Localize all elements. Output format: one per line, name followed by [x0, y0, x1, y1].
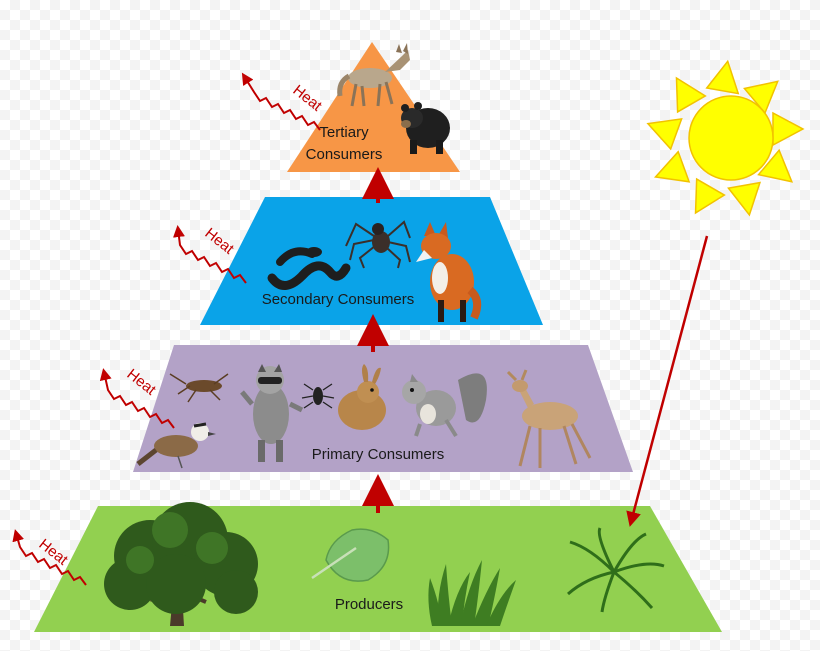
squirrel-icon: [402, 373, 487, 438]
energy-flow-arrows: [357, 167, 394, 513]
deer-icon: [506, 369, 592, 468]
producers-label: Producers: [335, 596, 403, 613]
primary-consumers-label: Primary Consumers: [312, 446, 445, 463]
heat-label-primary: Heat: [124, 366, 160, 399]
heat-loss-arrow-secondary: [173, 225, 247, 284]
heat-loss-arrow-tertiary: [241, 72, 321, 131]
sunlight-arrow: [626, 235, 709, 527]
sun-icon: [646, 59, 805, 217]
cricket-icon: [169, 373, 229, 403]
sparrow-icon: [136, 422, 216, 469]
leaf-icon: [311, 528, 390, 582]
spider-icon: [345, 220, 411, 269]
tertiary-consumers-label-line2: Consumers: [306, 146, 383, 163]
heat-loss-arrow-producers: [12, 529, 87, 586]
black-bear-icon: [401, 102, 450, 154]
rabbit-icon: [338, 364, 386, 430]
tertiary-consumers-label-line1: Tertiary: [319, 124, 369, 141]
heat-label-secondary: Heat: [202, 225, 238, 258]
heat-label-producers: Heat: [36, 536, 72, 569]
secondary-consumers-label: Secondary Consumers: [262, 291, 415, 308]
raccoon-icon: [240, 364, 304, 462]
fern-icon: [567, 527, 665, 613]
heat-label-tertiary: Heat: [290, 82, 326, 115]
snake-icon: [267, 247, 351, 290]
coyote-icon: [337, 43, 410, 107]
beetle-icon: [301, 383, 335, 409]
grass-icon: [428, 560, 516, 626]
heat-loss-arrow-primary: [99, 368, 175, 429]
red-fox-icon: [416, 222, 482, 322]
tree-icon: [104, 502, 258, 626]
